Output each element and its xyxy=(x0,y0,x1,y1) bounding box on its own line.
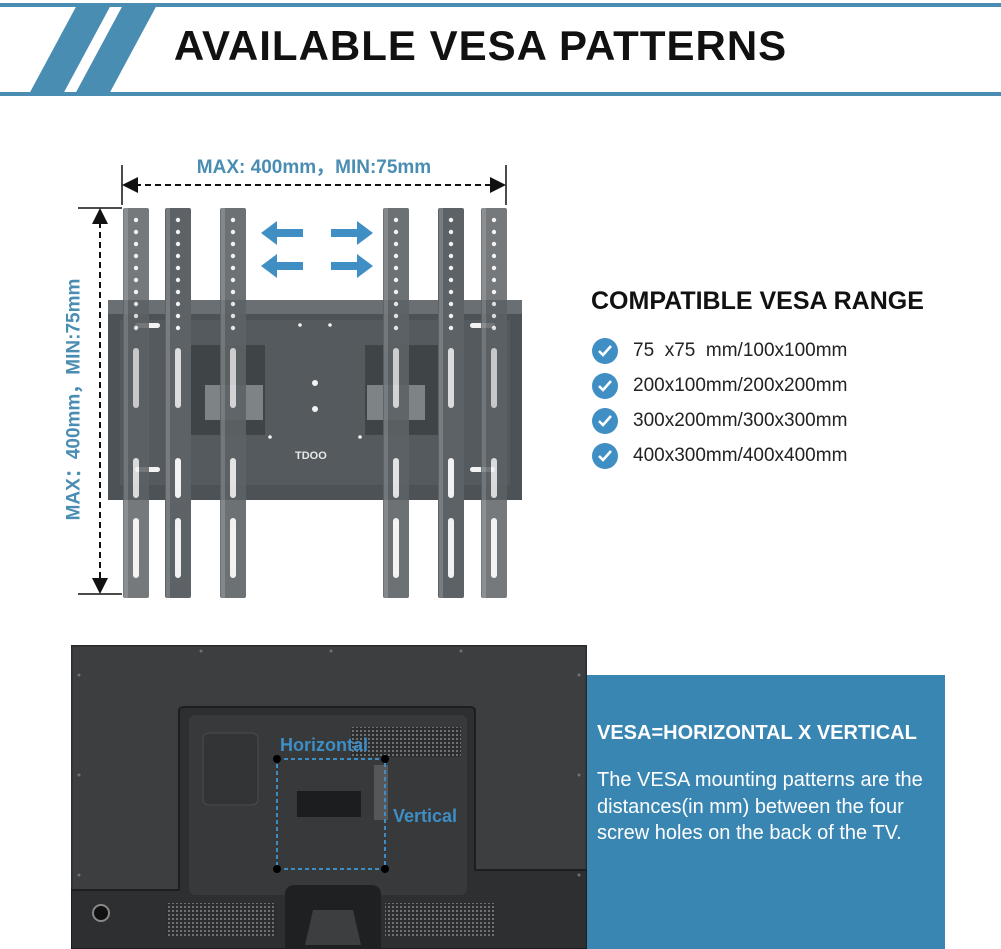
page-title: AVAILABLE VESA PATTERNS xyxy=(173,22,788,69)
diagonal-stripes-icon xyxy=(28,3,158,96)
vertical-label: Vertical xyxy=(393,806,458,826)
check-circle-icon xyxy=(592,372,618,399)
list-item: 300x200mm/300x300mm xyxy=(592,403,847,438)
mount-bracket: TDOO xyxy=(108,208,522,598)
info-title: VESA=HORIZONTAL X VERTICAL xyxy=(597,722,917,744)
brand-label: TDOO xyxy=(295,450,327,462)
list-item: 75 x75 mm/100x100mm xyxy=(592,333,847,368)
header-top-rule xyxy=(0,3,1001,7)
check-circle-icon xyxy=(592,442,618,469)
check-circle-icon xyxy=(592,337,618,364)
horizontal-label: Horizontal xyxy=(280,735,368,755)
tv-back-image xyxy=(71,645,587,949)
info-description: The VESA mounting patterns are the dista… xyxy=(597,769,923,844)
screw-hole-icon xyxy=(273,755,389,873)
compatible-range-list: 75 x75 mm/100x100mm 200x100mm/200x200mm … xyxy=(592,333,847,473)
vertical-dimension-label: MAX：400mm，MIN:75mm xyxy=(63,278,85,521)
list-item: 400x300mm/400x400mm xyxy=(592,438,847,473)
info-panel xyxy=(565,675,945,949)
dimension-arrows xyxy=(78,165,507,595)
header-bottom-rule xyxy=(0,92,1001,96)
list-item: 200x100mm/200x200mm xyxy=(592,368,847,403)
check-circle-icon xyxy=(592,407,618,434)
compatible-range-title: COMPATIBLE VESA RANGE xyxy=(591,287,924,315)
double-arrow-icon xyxy=(261,221,373,278)
horizontal-dimension-label: MAX: 400mm，MIN:75mm xyxy=(196,157,432,178)
